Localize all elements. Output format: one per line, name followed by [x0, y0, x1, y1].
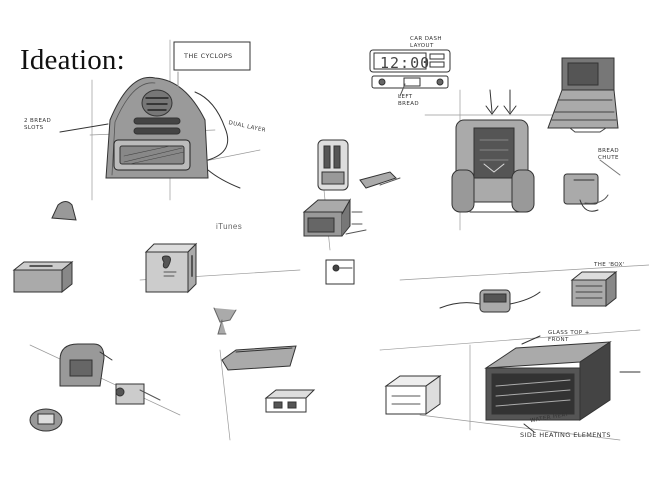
- note-glass-top: GLASS TOP + FRONT: [548, 330, 590, 343]
- note-bread-slots: 2 BREAD SLOTS: [24, 118, 52, 131]
- lever-toaster: [439, 289, 541, 313]
- flat-toaster: [12, 260, 74, 294]
- page-title: Ideation:: [20, 44, 125, 76]
- mac-cube-toaster: [144, 242, 198, 294]
- clock-display: 12:00: [380, 54, 431, 72]
- note-itunes: iTunes: [216, 222, 243, 231]
- roll-toaster: [221, 345, 297, 371]
- round-toaster: [29, 343, 161, 432]
- glass-toaster-oven: [484, 335, 641, 433]
- tower-toaster: [451, 89, 535, 213]
- cyclops-toaster: [59, 76, 241, 189]
- remote-sketches: [317, 139, 401, 191]
- car-dash-clock: [369, 49, 451, 97]
- box-toaster: [570, 270, 618, 308]
- slot-toaster: [384, 375, 442, 415]
- grill-oven: [547, 57, 619, 133]
- note-bread-chute: BREAD CHUTE: [598, 148, 620, 161]
- note-car-dash: CAR DASH LAYOUT: [410, 36, 442, 49]
- note-left-bread: LEFT BREAD: [398, 94, 420, 107]
- note-cyclops: THE CYCLOPS: [184, 52, 233, 60]
- component-toaster: [302, 198, 367, 285]
- note-side-heating: SIDE HEATING ELEMENTS: [520, 431, 611, 439]
- open-toaster: [264, 389, 316, 413]
- bread-chute-toaster: [563, 159, 621, 212]
- note-the-box: THE 'BOX': [594, 262, 625, 268]
